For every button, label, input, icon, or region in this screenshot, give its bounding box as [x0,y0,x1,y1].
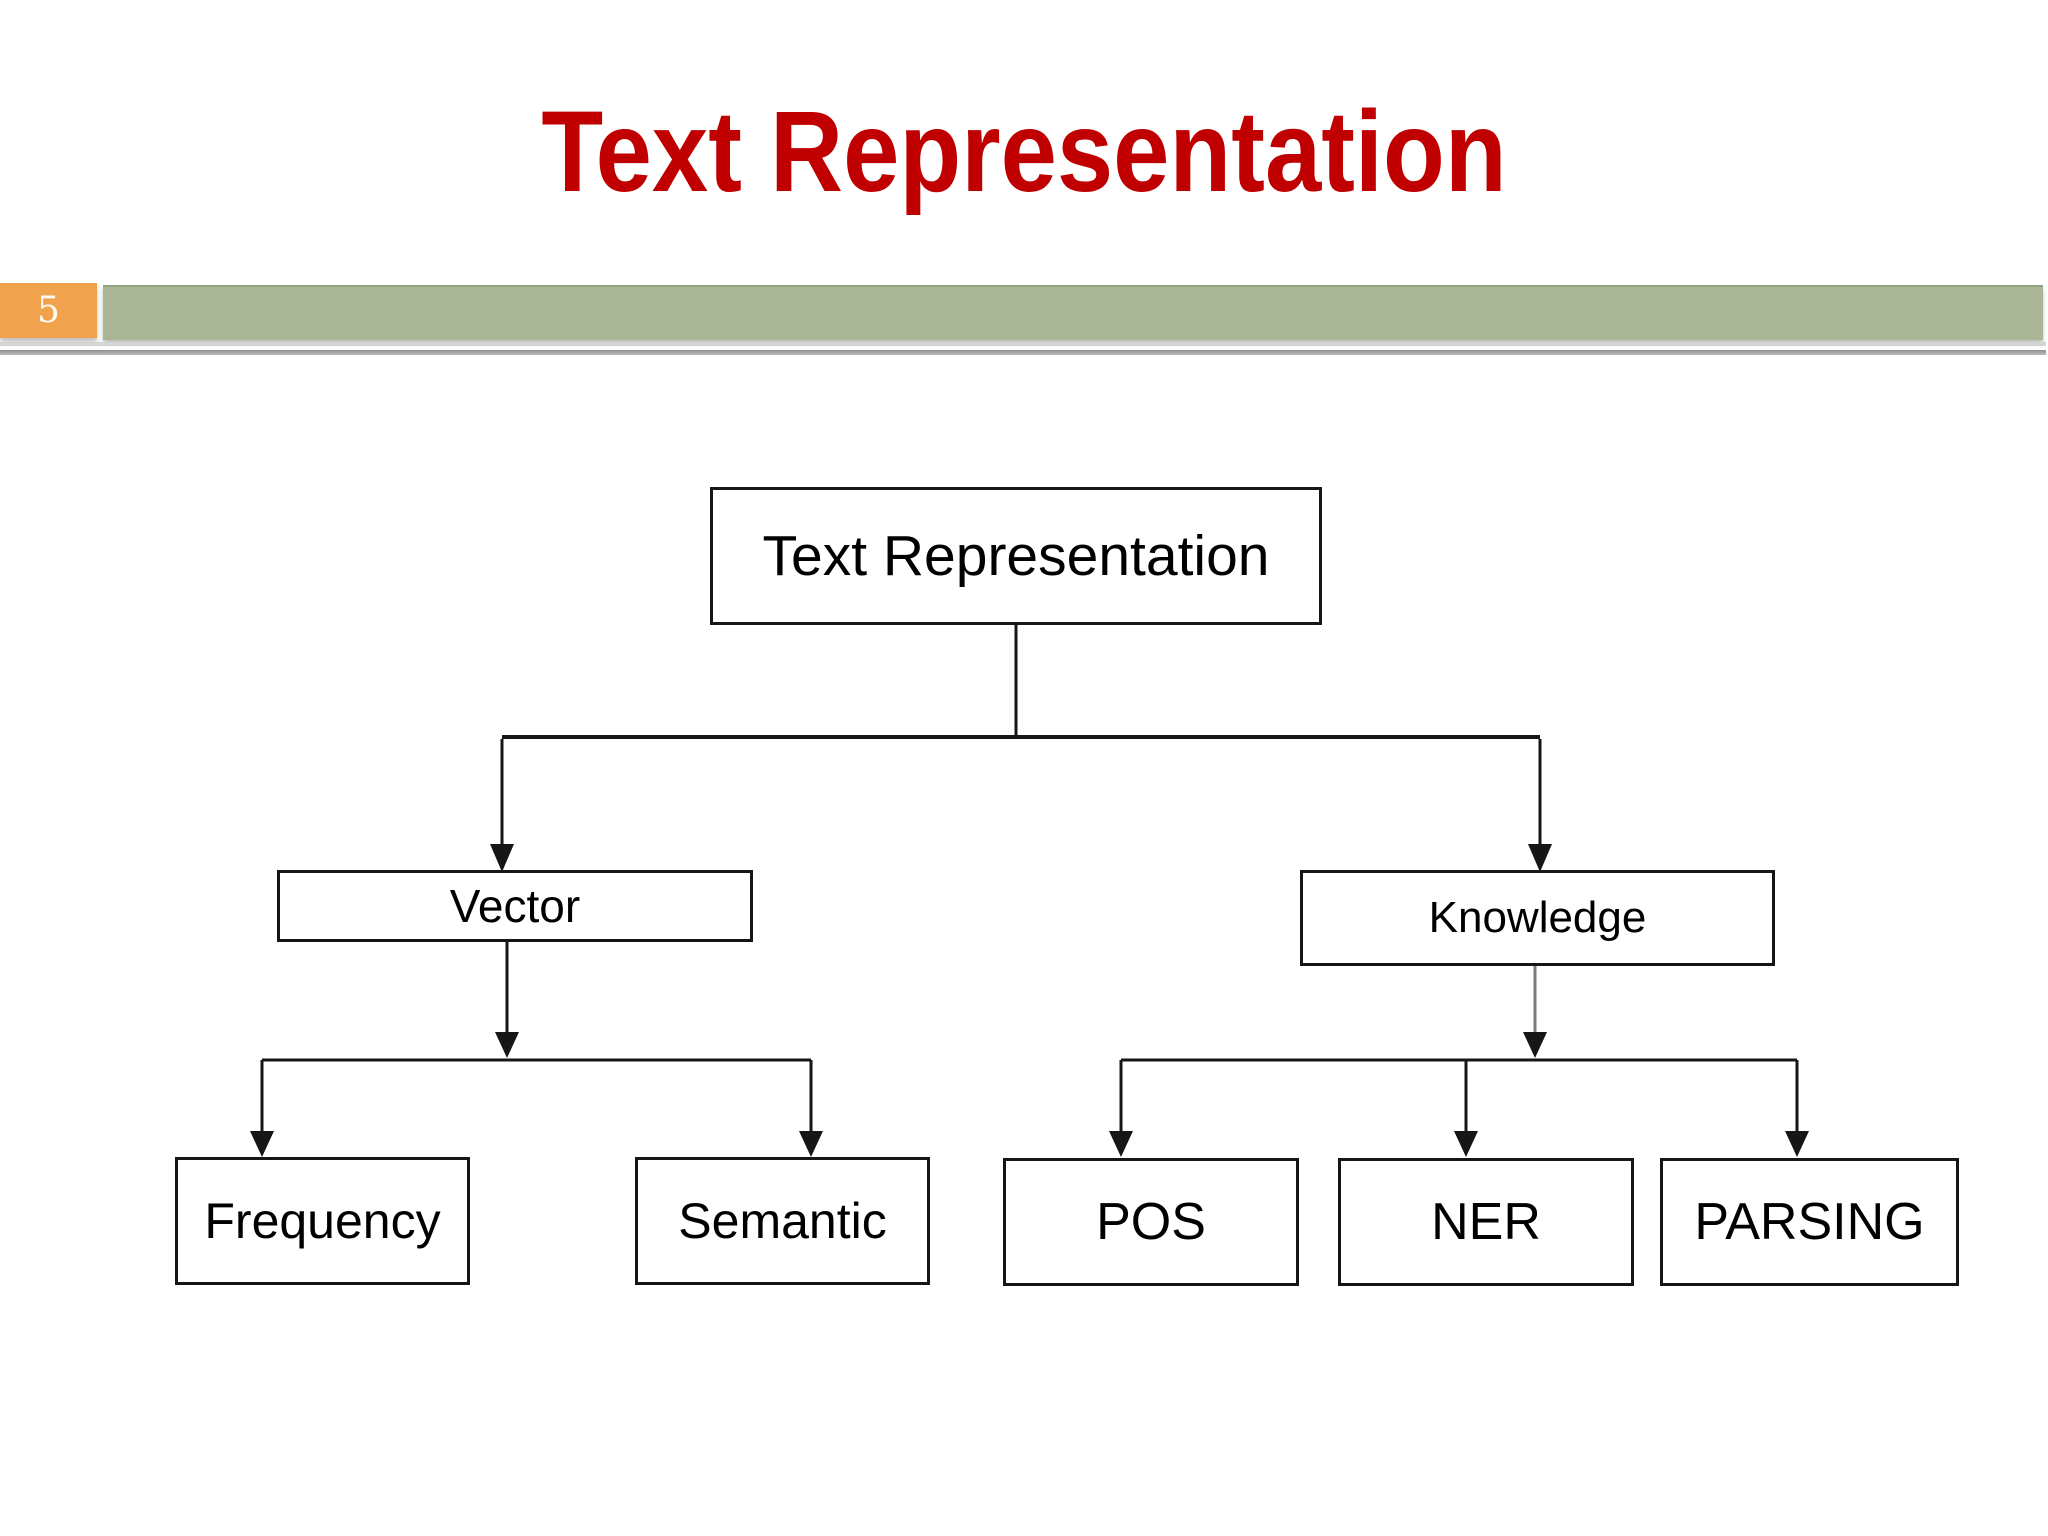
arrowhead-into-level2-left [495,1032,519,1058]
arrowhead-into-level2-right [1523,1032,1547,1058]
node-parsing: PARSING [1660,1158,1959,1286]
node-label: Knowledge [1428,893,1647,942]
node-knowledge: Knowledge [1300,870,1775,966]
arrowhead-into-vector [490,844,514,872]
header-bar-shadow-dark [0,350,2046,355]
node-semantic: Semantic [635,1157,930,1285]
header-bar-shadow-light [0,342,2046,346]
node-text-representation: Text Representation [710,487,1322,625]
arrowhead-into-semantic [799,1131,823,1157]
node-ner: NER [1338,1158,1634,1286]
node-label: POS [1096,1193,1206,1251]
arrowhead-into-pos [1109,1131,1133,1157]
header-bar [103,285,2043,340]
arrowhead-into-knowledge [1528,844,1552,872]
node-label: Frequency [204,1193,441,1249]
node-frequency: Frequency [175,1157,470,1285]
node-label: NER [1431,1193,1541,1251]
node-pos: POS [1003,1158,1299,1286]
arrowhead-into-ner [1454,1131,1478,1157]
arrowhead-into-parsing [1785,1131,1809,1157]
slide-title: Text Representation [541,88,1507,216]
node-label: Vector [449,880,581,932]
page-number: 5 [37,289,60,331]
arrowhead-into-frequency [250,1131,274,1157]
node-label: Semantic [678,1193,887,1249]
page-number-badge: 5 [0,283,97,338]
node-label: PARSING [1694,1193,1925,1251]
node-label: Text Representation [762,524,1270,588]
node-vector: Vector [277,870,753,942]
